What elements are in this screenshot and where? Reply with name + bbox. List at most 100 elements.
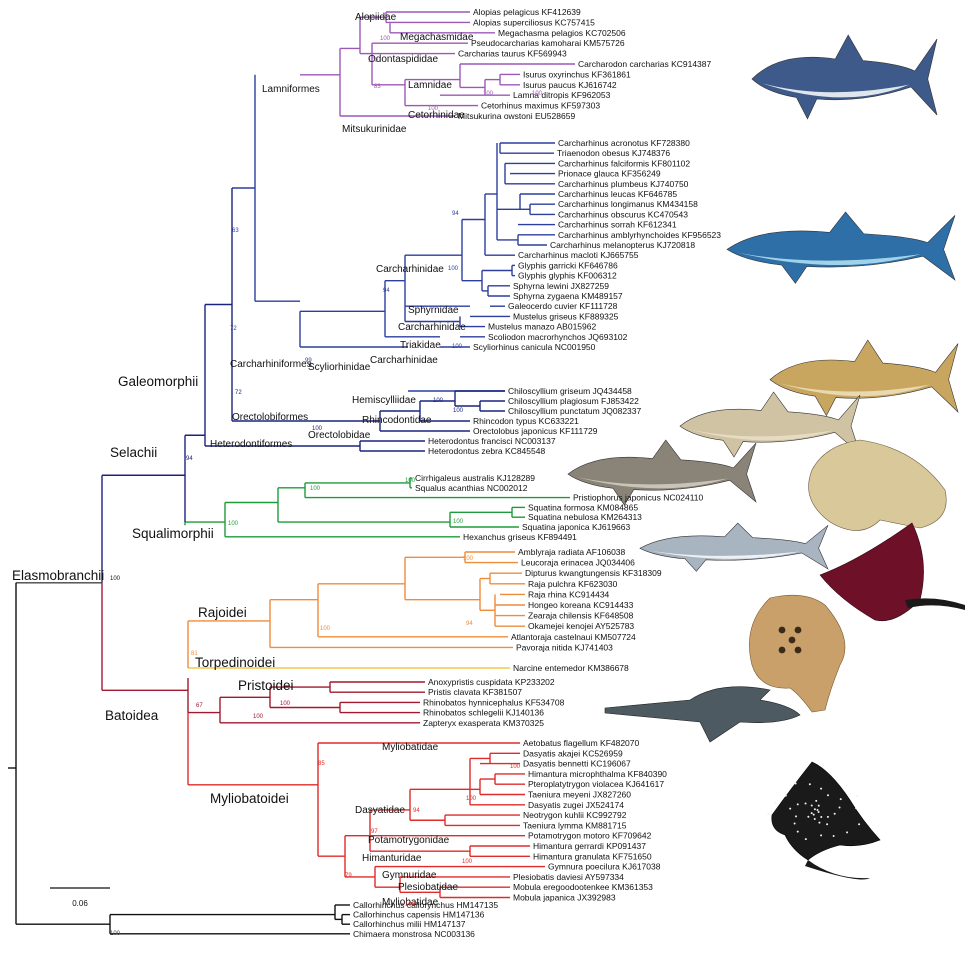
taxon-label: Orectolobus japonicus KF111729 — [473, 426, 598, 436]
taxon-label: Mustelus griseus KF889325 — [513, 311, 619, 321]
taxon-label: Carcharhinus leucas KF646785 — [558, 189, 677, 199]
eagle-ray-illustration — [767, 762, 880, 880]
bootstrap-value: 100 — [510, 764, 521, 770]
taxon-label: Zapteryx exasperata KM370325 — [423, 718, 544, 728]
clade-label-squali: Squalimorphii — [132, 526, 214, 541]
taxon-label: Squatina formosa KM084865 — [528, 502, 638, 512]
taxon-label: Glyphis garricki KF646786 — [518, 260, 618, 270]
bootstrap-value: 94 — [452, 211, 459, 217]
taxon-label: Galeocerdo cuvier KF111728 — [508, 301, 618, 311]
bootstrap-value: 81 — [191, 651, 198, 657]
leopard-shark-illustration — [770, 340, 958, 416]
bootstrap-value: 72 — [230, 326, 237, 332]
family-label: Carcharhinidae — [398, 322, 466, 333]
taxon-label: Gymnura poecilura KJ617038 — [548, 862, 661, 872]
taxon-label: Squatina nebulosa KM264313 — [528, 512, 642, 522]
bootstrap-value: 100 — [110, 931, 121, 937]
family-label: Sphyrnidae — [408, 305, 459, 316]
family-label: Myliobatidae — [382, 742, 439, 753]
bootstrap-value: 100 — [253, 714, 264, 720]
bootstrap-value: 97 — [371, 829, 378, 835]
bootstrap-value: 100 — [228, 521, 239, 527]
taxon-label: Taeniura meyeni JX827260 — [528, 790, 631, 800]
taxon-label: Carcharhinus falciformis KF801102 — [558, 158, 690, 168]
taxon-label: Rhincodon typus KC633221 — [473, 416, 579, 426]
bootstrap-value: 72 — [235, 390, 242, 396]
taxon-label: Mitsukurina owstoni EU528659 — [458, 111, 575, 121]
bootstrap-value: 63 — [232, 228, 239, 234]
taxon-label: Sphyrna zygaena KM489157 — [513, 291, 623, 301]
family-label: Odontaspididae — [368, 54, 438, 65]
taxon-label: Carcharhinus longimanus KM434158 — [558, 199, 698, 209]
bootstrap-value: 83 — [374, 84, 381, 90]
skate-illustration — [820, 523, 965, 621]
taxon-label: Zearaja chilensis KF648508 — [528, 611, 634, 621]
taxon-label: Callorhinchus capensis HM147136 — [353, 910, 485, 920]
taxon-label: Dasyatis bennetti KC196067 — [523, 759, 631, 769]
family-label: Gymnuridae — [382, 870, 437, 881]
clade-label-batoidea: Batoidea — [105, 708, 159, 723]
taxon-label: Carcharhinus obscurus KC470543 — [558, 209, 688, 219]
mako-shark-illustration — [752, 35, 937, 119]
bootstrap-value: 100 — [310, 486, 321, 492]
taxon-label: Chimaera monstrosa NC003136 — [353, 929, 475, 939]
taxon-label: Alopias superciliosus KC757415 — [473, 17, 595, 27]
family-label: Hemiscylliidae — [352, 395, 416, 406]
bootstrap-value: 94 — [413, 808, 420, 814]
family-label: Scyliorhinidae — [308, 362, 371, 373]
blue-shark-illustration — [727, 212, 955, 283]
clade-label-elasmo: Elasmobranchii — [12, 568, 104, 583]
bootstrap-value: 100 — [448, 266, 459, 272]
bootstrap-value: 100 — [368, 16, 379, 22]
clade-label-rajoidei: Rajoidei — [198, 605, 247, 620]
taxon-label: Carcharhinus amblyrhynchoides KF956523 — [558, 230, 721, 240]
bootstrap-value: 100 — [466, 796, 477, 802]
taxon-label: Cirrhigaleus australis KJ128289 — [415, 473, 535, 483]
clade-label-orecto_order: Orectolobiformes — [232, 412, 308, 423]
taxon-label: Carcharhinus plumbeus KJ740750 — [558, 179, 689, 189]
bootstrap-value: 100 — [405, 478, 416, 484]
taxon-label: Amblyraja radiata AF106038 — [518, 547, 626, 557]
taxon-label: Lamna ditropis KF962053 — [513, 90, 611, 100]
taxon-label: Rhinobatos schlegelii KJ140136 — [423, 708, 544, 718]
taxon-label: Himantura microphthalma KF840390 — [528, 769, 667, 779]
bootstrap-value: 100 — [453, 519, 464, 525]
clade-label-pristoidei: Pristoidei — [238, 678, 294, 693]
taxon-label: Pristis clavata KF381507 — [428, 687, 522, 697]
taxon-label: Pavoraja nitida KJ741403 — [516, 642, 613, 652]
taxon-label: Dasyatis akajei KC526959 — [523, 748, 623, 758]
taxon-label: Raja pulchra KF623030 — [528, 579, 618, 589]
taxon-label: Potamotrygon motoro KF709642 — [528, 831, 652, 841]
bootstrap-value: 100 — [280, 701, 291, 707]
taxon-label: Carcharhinus melanopterus KJ720818 — [550, 240, 695, 250]
bootstrap-value: 100 — [368, 58, 379, 64]
taxon-label: Prionace glauca KF356249 — [558, 169, 661, 179]
taxon-label: Dipturus kwangtungensis KF318309 — [525, 568, 662, 578]
bootstrap-value: 100 — [462, 859, 473, 865]
bootstrap-value: 100 — [312, 426, 323, 432]
taxon-label: Chiloscyllium punctatum JQ082337 — [508, 406, 642, 416]
taxon-label: Pseudocarcharias kamoharai KM575726 — [471, 38, 625, 48]
angel-shark-illustration — [809, 440, 947, 531]
taxon-label: Carcharhinus macloti KJ665755 — [518, 250, 639, 260]
taxon-label: Megachasma pelagios KC702506 — [498, 28, 626, 38]
taxon-label: Rhinobatos hynnicephalus KF534708 — [423, 697, 565, 707]
bootstrap-value: 100 — [483, 91, 494, 97]
taxon-label: Glyphis glyphis KF006312 — [518, 271, 617, 281]
taxon-label: Atlantoraja castelnaui KM507724 — [511, 632, 636, 642]
taxon-label: Anoxypristis cuspidata KP233202 — [428, 677, 555, 687]
bootstrap-value: 99 — [305, 358, 312, 364]
taxon-label: Dasyatis zugei JX524174 — [528, 800, 624, 810]
family-label: Plesiobatidae — [398, 882, 458, 893]
taxon-label: Isurus oxyrinchus KF361861 — [523, 69, 631, 79]
scale-bar-label: 0.06 — [72, 899, 88, 908]
taxon-label: Hexanchus griseus KF894491 — [463, 532, 577, 542]
taxon-label: Himantura gerrardi KP091437 — [533, 841, 646, 851]
clade-label-mylio_sub: Myliobatoidei — [210, 791, 289, 806]
bootstrap-value: 100 — [380, 36, 391, 42]
taxon-label: Taeniura lymma KM881715 — [523, 820, 627, 830]
taxon-label: Heterodontus francisci NC003137 — [428, 436, 556, 446]
taxon-label: Himantura granulata KF751650 — [533, 851, 652, 861]
clade-label-torpedo: Torpedinoidei — [195, 655, 275, 670]
